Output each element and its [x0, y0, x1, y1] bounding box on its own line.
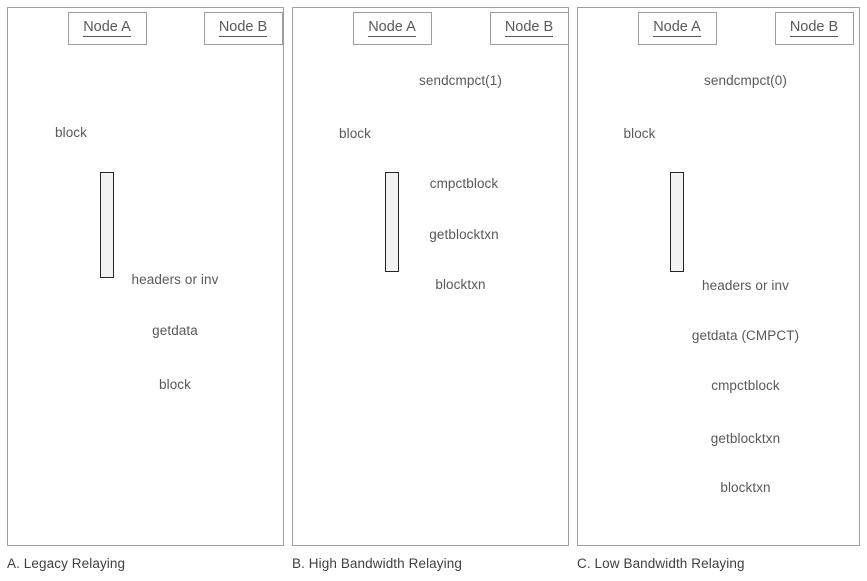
message-label-a-3: block — [158, 377, 192, 392]
message-label-b-0: sendcmpct(1) — [419, 73, 502, 88]
panel-a — [7, 7, 284, 546]
message-label-b-1: block — [338, 126, 372, 141]
panel-caption-a: A. Legacy Relaying — [7, 556, 126, 571]
message-label-c-3: getdata (CMPCT) — [691, 328, 800, 343]
panel-caption-b: B. High Bandwidth Relaying — [292, 556, 462, 571]
participant-label-b-node-b: Node B — [504, 19, 554, 38]
panel-c — [577, 7, 860, 546]
message-label-a-1: headers or inv — [131, 272, 219, 287]
participant-box-b-node-b: Node B — [489, 12, 569, 45]
message-label-c-2: headers or inv — [702, 278, 789, 293]
participant-box-c-node-b: Node B — [774, 12, 854, 45]
activation-bar-a-0 — [100, 172, 114, 278]
message-label-b-2: cmpctblock — [429, 176, 499, 191]
activation-bar-b-0 — [385, 172, 399, 272]
message-label-c-0: sendcmpct(0) — [704, 73, 787, 88]
activation-bar-c-0 — [670, 172, 684, 272]
message-label-c-5: getblocktxn — [710, 431, 781, 446]
participant-label-a-node-b: Node B — [218, 19, 268, 38]
panel-caption-c: C. Low Bandwidth Relaying — [577, 556, 745, 571]
participant-box-a-node-a: Node A — [67, 12, 147, 45]
message-label-b-3: getblocktxn — [429, 227, 499, 242]
panel-b — [292, 7, 569, 546]
participant-label-a-node-a: Node A — [83, 19, 131, 38]
participant-label-b-node-a: Node A — [368, 19, 416, 38]
message-label-c-6: blocktxn — [720, 480, 771, 495]
participant-label-c-node-a: Node A — [653, 19, 701, 38]
message-label-c-4: cmpctblock — [711, 378, 780, 393]
participant-box-a-node-b: Node B — [203, 12, 283, 45]
participant-label-c-node-b: Node B — [789, 19, 839, 38]
message-label-a-0: block — [54, 125, 88, 140]
message-label-b-4: blocktxn — [435, 277, 486, 292]
participant-box-c-node-a: Node A — [637, 12, 717, 45]
participant-box-b-node-a: Node A — [352, 12, 432, 45]
message-label-a-2: getdata — [152, 323, 198, 338]
message-label-c-1: block — [623, 126, 656, 141]
